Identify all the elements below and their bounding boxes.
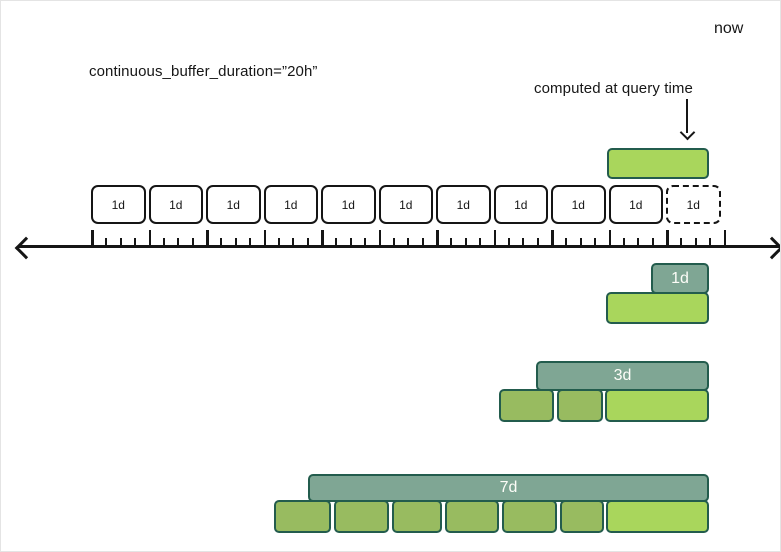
query-span-bar-1d: 1d (651, 263, 709, 294)
axis-tick-major (551, 230, 554, 245)
axis-tick-minor (579, 238, 582, 245)
axis-tick-minor (234, 238, 237, 245)
bucket-box: 1d (91, 185, 146, 224)
down-arrow-icon (679, 124, 696, 141)
computed-at-query-time-label: computed at query time (534, 80, 693, 97)
axis-tick-minor (407, 238, 410, 245)
axis-tick-major (91, 230, 94, 245)
buffer-duration-label: continuous_buffer_duration=”20h” (89, 63, 318, 80)
materialized-segment-bright (606, 292, 709, 324)
bucket-box-current-dashed: 1d (666, 185, 721, 224)
query-time-bar (607, 148, 709, 179)
axis-tick-minor (119, 238, 122, 245)
axis-tick-minor (177, 238, 180, 245)
guide-line (535, 223, 537, 362)
axis-tick-major (206, 230, 209, 245)
materialized-segment-muted (499, 389, 554, 422)
axis-tick-minor (249, 238, 252, 245)
axis-tick-minor (134, 238, 137, 245)
axis-left-arrow-icon (14, 236, 38, 260)
axis-tick-major (263, 230, 266, 245)
query-span-bar-3d: 3d (536, 361, 709, 391)
bucket-box: 1d (148, 185, 203, 224)
materialized-segment-muted (502, 500, 557, 533)
axis-tick-minor (464, 238, 467, 245)
bucket-box: 1d (206, 185, 261, 224)
axis-tick-major (608, 230, 611, 245)
bucket-box: 1d (378, 185, 433, 224)
bucket-box: 1d (321, 185, 376, 224)
axis-tick-minor (651, 238, 654, 245)
axis-tick-major (436, 230, 439, 245)
axis-tick-minor (421, 238, 424, 245)
axis-tick-minor (637, 238, 640, 245)
axis-tick-minor (565, 238, 568, 245)
axis-tick-minor (292, 238, 295, 245)
axis-tick-minor (277, 238, 280, 245)
axis-tick-minor (306, 238, 309, 245)
axis-tick-major (321, 230, 324, 245)
now-label: now (714, 20, 744, 37)
materialized-segment-bright (605, 389, 709, 422)
materialized-segment-muted (334, 500, 389, 533)
axis-line (18, 245, 779, 248)
axis-tick-minor (536, 238, 539, 245)
axis-tick-minor (450, 238, 453, 245)
materialized-segment-muted (560, 500, 604, 533)
bucket-box: 1d (436, 185, 491, 224)
axis-tick-minor (594, 238, 597, 245)
axis-tick-minor (507, 238, 510, 245)
materialized-segment-muted (445, 500, 499, 533)
axis-tick-major (148, 230, 151, 245)
bucket-box: 1d (493, 185, 548, 224)
axis-tick-minor (680, 238, 683, 245)
bucket-box: 1d (263, 185, 318, 224)
axis-tick-minor (694, 238, 697, 245)
axis-tick-minor (479, 238, 482, 245)
now-guide-line (708, 28, 710, 547)
query-span-bar-7d: 7d (308, 474, 709, 502)
axis-tick-minor (162, 238, 165, 245)
axis-tick-minor (220, 238, 223, 245)
axis-right-arrow-icon (760, 236, 780, 260)
guide-line (305, 223, 307, 475)
axis-tick-minor (105, 238, 108, 245)
axis-tick-minor (392, 238, 395, 245)
materialized-segment-muted (392, 500, 442, 533)
materialized-segment-muted (274, 500, 331, 533)
materialized-segment-muted (557, 389, 603, 422)
axis-tick-minor (522, 238, 525, 245)
guide-line (650, 223, 652, 264)
axis-tick-minor (349, 238, 352, 245)
materialized-segment-bright (606, 500, 709, 533)
bucket-box: 1d (551, 185, 606, 224)
axis-tick-major (378, 230, 381, 245)
axis-tick-major (723, 230, 726, 245)
computed-arrow-line (686, 99, 688, 133)
bucket-box: 1d (608, 185, 663, 224)
axis-tick-minor (364, 238, 367, 245)
axis-tick-major (666, 230, 669, 245)
axis-tick-minor (709, 238, 712, 245)
axis-tick-minor (622, 238, 625, 245)
axis-tick-minor (335, 238, 338, 245)
axis-tick-major (493, 230, 496, 245)
axis-tick-minor (191, 238, 194, 245)
